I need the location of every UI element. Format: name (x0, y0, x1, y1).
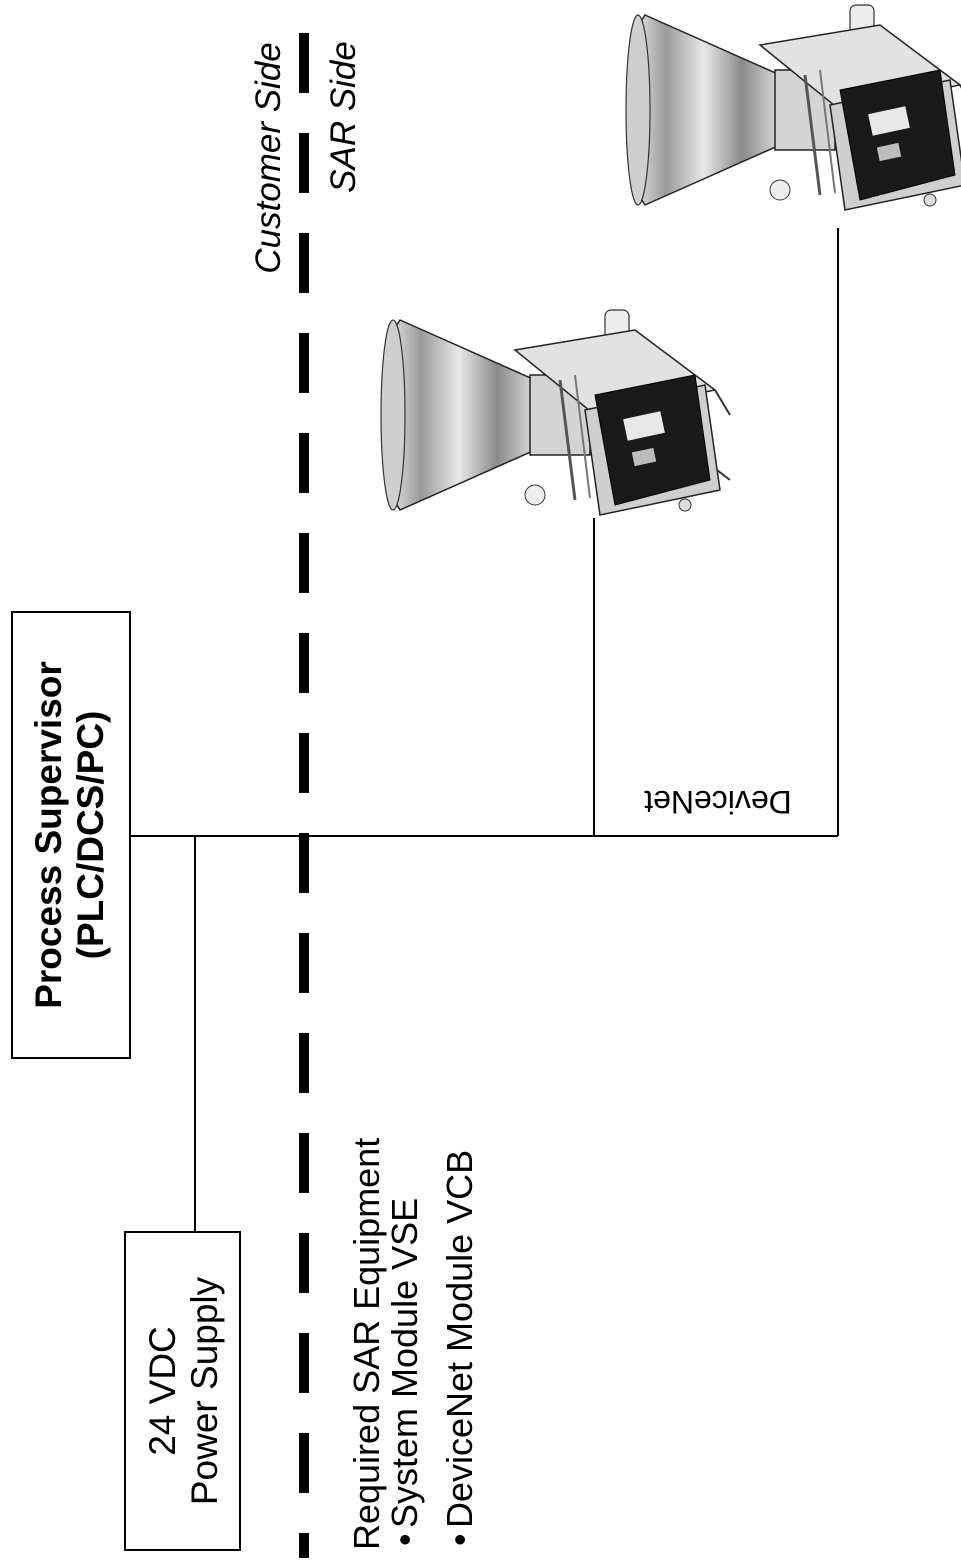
supervisor-label-line2: (PLC/DCS/PC) (70, 711, 111, 960)
sar-side-label: SAR Side (324, 41, 363, 193)
vacuum-pump-module-icon (381, 310, 730, 515)
supervisor-label-line1: Process Supervisor (28, 661, 69, 1009)
equipment-item-2: DeviceNet Module VCB (439, 1150, 480, 1528)
required-equipment-heading: Required SAR Equipment (346, 1138, 387, 1550)
devicenet-label: DeviceNet (644, 784, 792, 820)
bullet-icon: • (384, 1533, 425, 1546)
customer-side-label: Customer Side (249, 42, 288, 273)
equipment-item-1: System Module VSE (384, 1198, 425, 1528)
power-supply-label-line2: Power Supply (184, 1276, 225, 1505)
vacuum-pump-module-icon (626, 5, 961, 210)
power-supply-label-line1: 24 VDC (142, 1326, 183, 1456)
bullet-icon: • (439, 1533, 480, 1546)
